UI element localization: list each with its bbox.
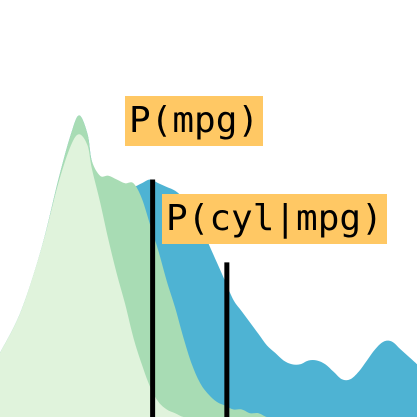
density-area-3	[0, 134, 417, 417]
density-areas	[0, 115, 417, 417]
annotation-p-mpg: P(mpg)	[125, 96, 264, 146]
annotation-p-cyl-given-mpg: P(cyl|mpg)	[162, 194, 387, 244]
marker-lines	[150, 179, 230, 417]
